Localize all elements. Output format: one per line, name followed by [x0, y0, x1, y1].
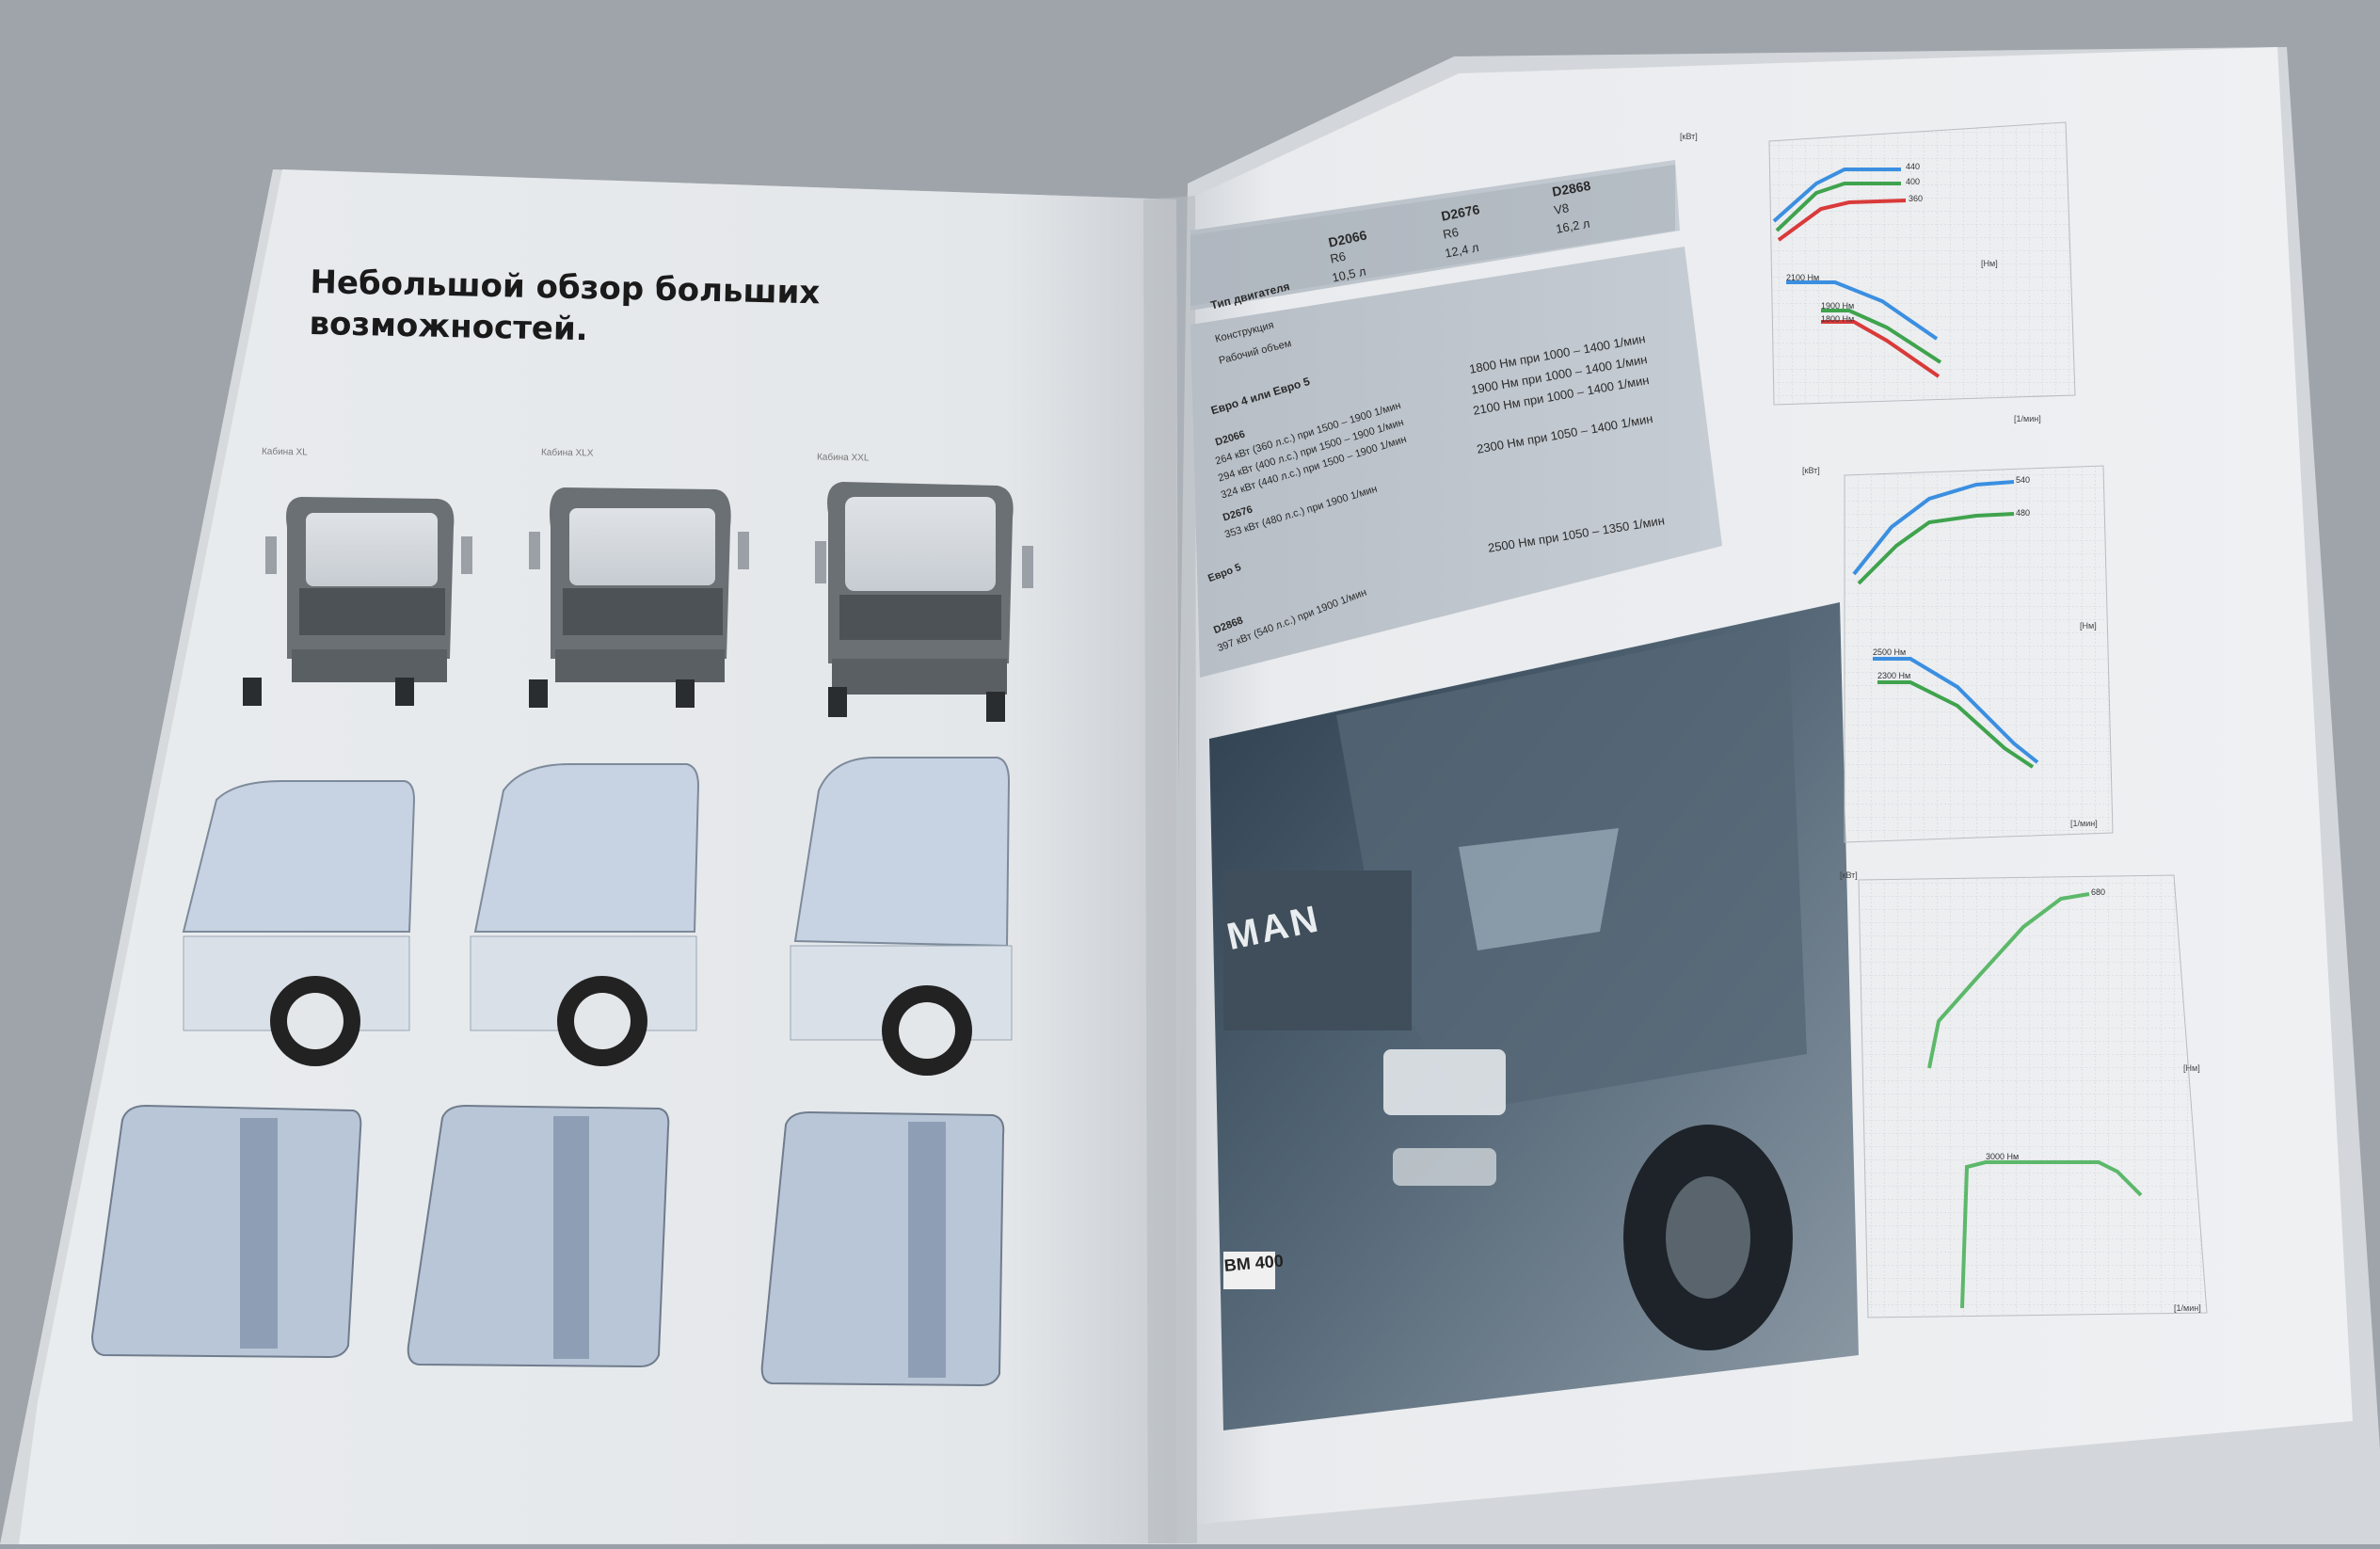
- chart-2-power-unit-label: [кВт]: [1802, 466, 1820, 475]
- chart-1-x-unit-label: [1/мин]: [2014, 414, 2041, 423]
- chart-1-torque-line-2: [1821, 309, 1942, 364]
- chart-1-power-label-2: 400: [1906, 177, 1921, 186]
- chart-2-torque-line-2: [1877, 680, 2035, 769]
- cab-side-xl: [182, 780, 416, 1066]
- chart-3-torque-line-1: [1960, 1160, 2143, 1309]
- cab-top-xl: [90, 1104, 362, 1359]
- chart-1-torque-label-3: 1800 Нм: [1821, 314, 1855, 324]
- cab-front-xl: [243, 497, 472, 706]
- cab-label-xlx: Кабина XLX: [540, 447, 594, 459]
- chart-2-torque-line-1: [1873, 657, 2039, 764]
- chart-1-power-line-1: [1772, 168, 1901, 223]
- truck-photo-shapes: [1209, 602, 1859, 1430]
- chart-1-torque-label-1: 2100 Нм: [1786, 273, 1820, 282]
- cab-front-xxl: [815, 482, 1033, 722]
- chart-1-torque-line-1: [1786, 280, 1939, 341]
- engine-2-config: R6: [1442, 224, 1461, 242]
- chart-1-power-unit-label: [кВт]: [1680, 132, 1698, 141]
- chart-2-power-line-2: [1857, 512, 2015, 585]
- cab-front-views: [243, 482, 1033, 722]
- cab-top-views: [90, 1104, 1005, 1387]
- chart-1-torque-label-2: 1900 Нм: [1821, 301, 1855, 311]
- chart-1-power-label-3: 360: [1909, 194, 1924, 203]
- spec-bands: [1190, 160, 1722, 678]
- chart-3-power-line-1: [1927, 892, 2090, 1069]
- chart-2-torque-label-2: 2300 Нм: [1877, 671, 1911, 680]
- engine-3-config: V8: [1553, 200, 1571, 217]
- chart-2-power-label-1: 540: [2016, 475, 2031, 485]
- cab-side-xlx: [470, 763, 700, 1066]
- chart-3-power-label-1: 680: [2091, 887, 2106, 897]
- chart-2-x-unit-label: [1/мин]: [2070, 819, 2098, 828]
- cab-top-xxl: [760, 1110, 1005, 1387]
- chart-1-torque-line-3: [1821, 320, 1941, 378]
- page-title: Небольшой обзор больших возможностей.: [309, 262, 969, 359]
- chart-2-torque-label-1: 2500 Нм: [1873, 647, 1907, 657]
- chart-1-power-line-2: [1775, 182, 1901, 232]
- cab-top-xlx: [407, 1104, 670, 1368]
- chart-2-torque-unit-label: [Нм]: [2080, 621, 2097, 631]
- cab-side-views: [182, 757, 1013, 1076]
- cab-front-xlx: [529, 487, 749, 708]
- chart-1-torque-unit-label: [Нм]: [1981, 259, 1998, 268]
- chart-3-x-unit-label: [1/мин]: [2174, 1303, 2201, 1313]
- chart-2-power-label-2: 480: [2016, 508, 2031, 518]
- cab-side-xxl: [790, 757, 1013, 1076]
- cab-label-xxl: Кабина XXL: [816, 452, 870, 464]
- chart-3-torque-label-1: 3000 Нм: [1986, 1152, 2020, 1161]
- chart-lines: [1772, 168, 2143, 1309]
- chart-1-grid: [1768, 121, 2076, 406]
- chart-3-grid: [1858, 874, 2208, 1318]
- chart-1-power-label-1: 440: [1906, 162, 1921, 171]
- chart-3-torque-unit-label: [Нм]: [2183, 1063, 2200, 1073]
- chart-1-power-line-3: [1777, 199, 1907, 242]
- cab-label-xl: Кабина XL: [261, 446, 308, 458]
- chart-2-power-line-1: [1852, 480, 2015, 576]
- chart-2-grid: [1844, 465, 2114, 843]
- chart-3-power-unit-label: [кВт]: [1840, 870, 1858, 880]
